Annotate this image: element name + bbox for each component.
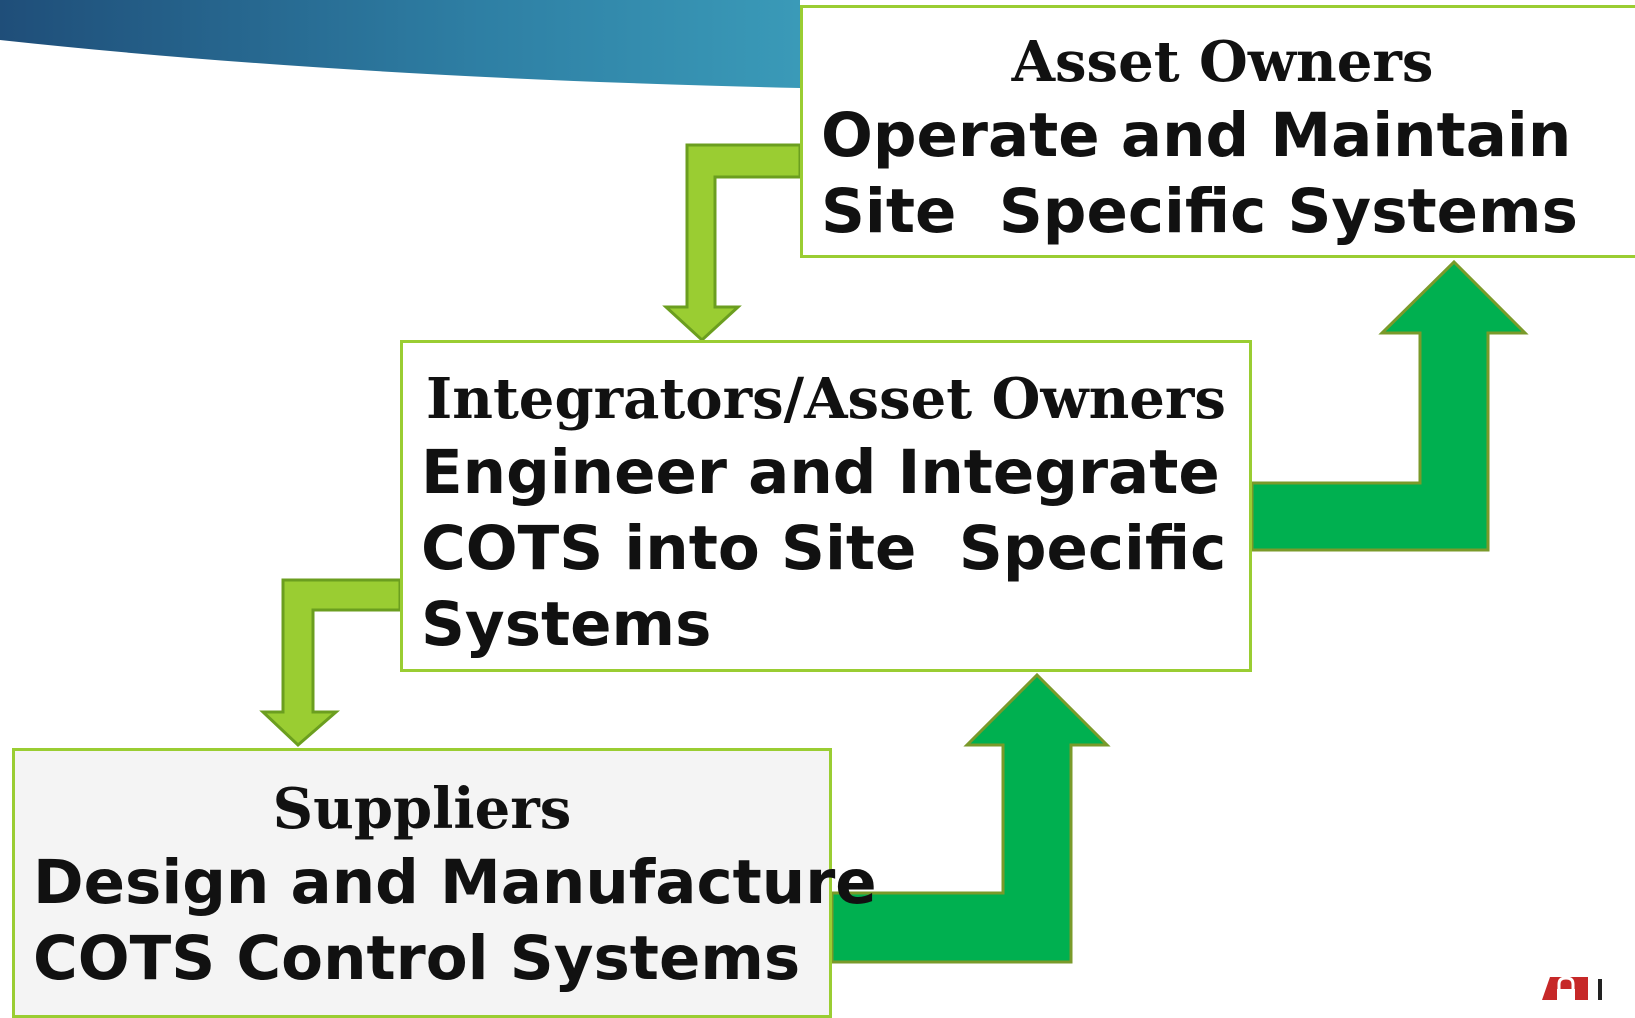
up-arrow-integrators-to-asset-owners — [1250, 259, 1529, 552]
integrators-title: Integrators/Asset Owners — [426, 366, 1226, 432]
down-arrow-asset-to-integrators — [662, 143, 802, 343]
suppliers-title: Suppliers — [272, 776, 572, 842]
suppliers-box: Suppliers Design and Manufacture COTS Co… — [12, 748, 877, 1018]
integrators-line: COTS into Site Specific — [421, 513, 1227, 584]
integrators-box: Integrators/Asset Owners Engineer and In… — [400, 340, 1252, 672]
integrators-line: Systems — [421, 589, 712, 660]
asset-owners-line: Site Specific Systems — [821, 176, 1578, 247]
down-arrow-integrators-to-suppliers — [259, 578, 402, 748]
integrators-line: Engineer and Integrate — [421, 437, 1220, 508]
up-arrow-suppliers-to-integrators — [830, 672, 1111, 964]
suppliers-line: COTS Control Systems — [33, 923, 801, 994]
asset-owners-box: Asset Owners Operate and Maintain Site S… — [800, 5, 1635, 258]
suppliers-line: Design and Manufacture — [33, 847, 877, 918]
padlock-logo-icon — [1530, 975, 1635, 1000]
asset-owners-line: Operate and Maintain — [821, 100, 1572, 171]
asset-owners-title: Asset Owners — [1011, 29, 1434, 95]
